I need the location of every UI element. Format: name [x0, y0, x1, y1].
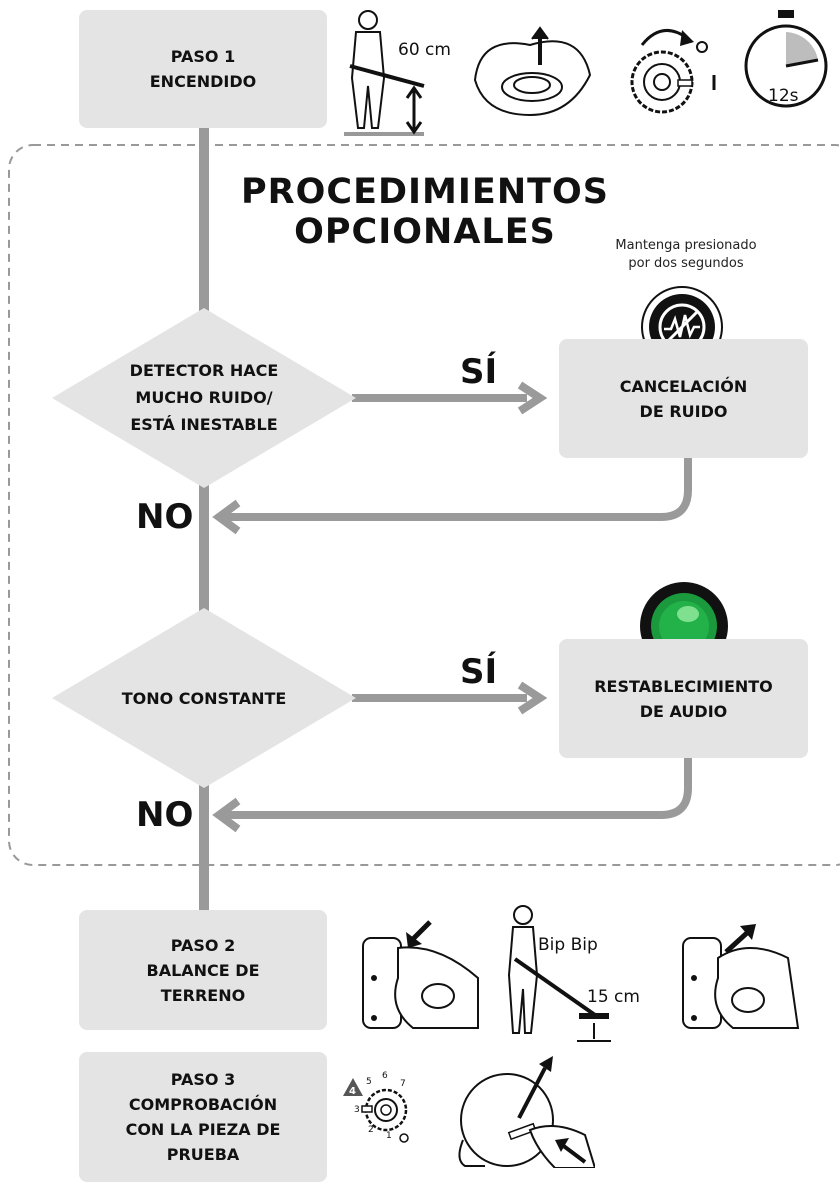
decision-diamond-1: [52, 308, 356, 488]
optional-procedures-title: PROCEDIMIENTOS OPCIONALES: [230, 172, 620, 252]
noise-cancel-box: CANCELACIÓN DE RUIDO: [559, 339, 808, 458]
return-arrow-1: [226, 455, 692, 521]
decision1-line1: DETECTOR HACE: [129, 361, 279, 380]
decision2-yes-label: SÍ: [460, 652, 498, 692]
step3-line1: PASO 3: [170, 1070, 236, 1089]
decision-diamond-2: [52, 608, 356, 788]
optional-procedures-region: [8, 144, 840, 866]
person-sweeping-detector-icon: [507, 905, 611, 1042]
decision2-no-label: NO: [136, 795, 194, 835]
hand-pulling-knob-icon: [473, 26, 592, 117]
step2-line2: BALANCE DE: [146, 960, 260, 980]
height-label: 60 cm: [398, 40, 451, 60]
step3-box: PASO 3 COMPROBACIÓN CON LA PIEZA DE PRUE…: [79, 1052, 327, 1182]
step3-line2: COMPROBACIÓN: [128, 1095, 278, 1114]
decision1-text: DETECTOR HACE MUCHO RUIDO/ ESTÁ INESTABL…: [70, 357, 338, 438]
distance-label: 15 cm: [587, 987, 640, 1007]
yes-arrow-2-head: [517, 681, 548, 715]
return-arrow-1-head: [212, 499, 241, 535]
decision1-line2: MUCHO RUIDO/: [135, 388, 273, 407]
knob-number-2: 2: [368, 1125, 374, 1135]
knob-number-1: 1: [386, 1131, 392, 1141]
decision1-no-label: NO: [136, 497, 194, 537]
decision1-line3: ESTÁ INESTABLE: [130, 415, 278, 434]
step3-line3: CON LA PIEZA DE: [125, 1120, 281, 1139]
knob-number-6: 6: [382, 1071, 388, 1081]
step1-box: PASO 1 ENCENDIDO: [79, 10, 327, 128]
return-arrow-2-head: [212, 797, 241, 833]
hold-note: Mantenga presionado por dos segundos: [596, 237, 776, 273]
hand-press-button-icon: [362, 920, 479, 1029]
timer-icon: [744, 10, 828, 108]
step2-line3: TERRENO: [160, 985, 246, 1005]
beep-label: Bip Bip: [538, 935, 598, 955]
person-holding-detector-icon: [344, 10, 425, 136]
audio-reset-line2: DE AUDIO: [639, 701, 728, 721]
noise-cancel-line2: DE RUIDO: [639, 401, 728, 421]
test-piece-coil-icon: [458, 1056, 595, 1168]
knob-number-3: 3: [354, 1105, 360, 1115]
power-knob-rotate-icon: [630, 29, 716, 114]
return-arrow-2: [226, 755, 692, 819]
step2-box: PASO 2 BALANCE DE TERRENO: [79, 910, 327, 1030]
hold-note-line2: por dos segundos: [628, 256, 744, 271]
title-line1: PROCEDIMIENTOS: [241, 172, 609, 212]
step1-line2: ENCENDIDO: [149, 72, 257, 91]
mode-knob-icon: 4 5 6 7 3 2 1: [343, 1071, 409, 1143]
decision2-text: TONO CONSTANTE: [70, 685, 338, 712]
knob-number-5: 5: [366, 1077, 372, 1087]
step3-line4: PRUEBA: [166, 1145, 240, 1164]
step1-line1: PASO 1: [170, 47, 236, 66]
decision2-line1: TONO CONSTANTE: [121, 689, 287, 708]
noise-cancel-line1: CANCELACIÓN: [619, 376, 748, 396]
title-line2: OPCIONALES: [294, 212, 556, 252]
knob-number-7: 7: [400, 1079, 406, 1089]
step2-line1: PASO 2: [170, 935, 236, 955]
timer-label: 12s: [768, 86, 799, 106]
knob-number-4: 4: [349, 1086, 356, 1097]
decision1-yes-label: SÍ: [460, 352, 498, 392]
yes-arrow-1-head: [517, 381, 548, 415]
audio-reset-box: RESTABLECIMIENTO DE AUDIO: [559, 639, 808, 758]
hold-note-line1: Mantenga presionado: [615, 238, 757, 253]
audio-reset-line1: RESTABLECIMIENTO: [594, 676, 773, 696]
hand-release-button-icon: [682, 924, 800, 1029]
